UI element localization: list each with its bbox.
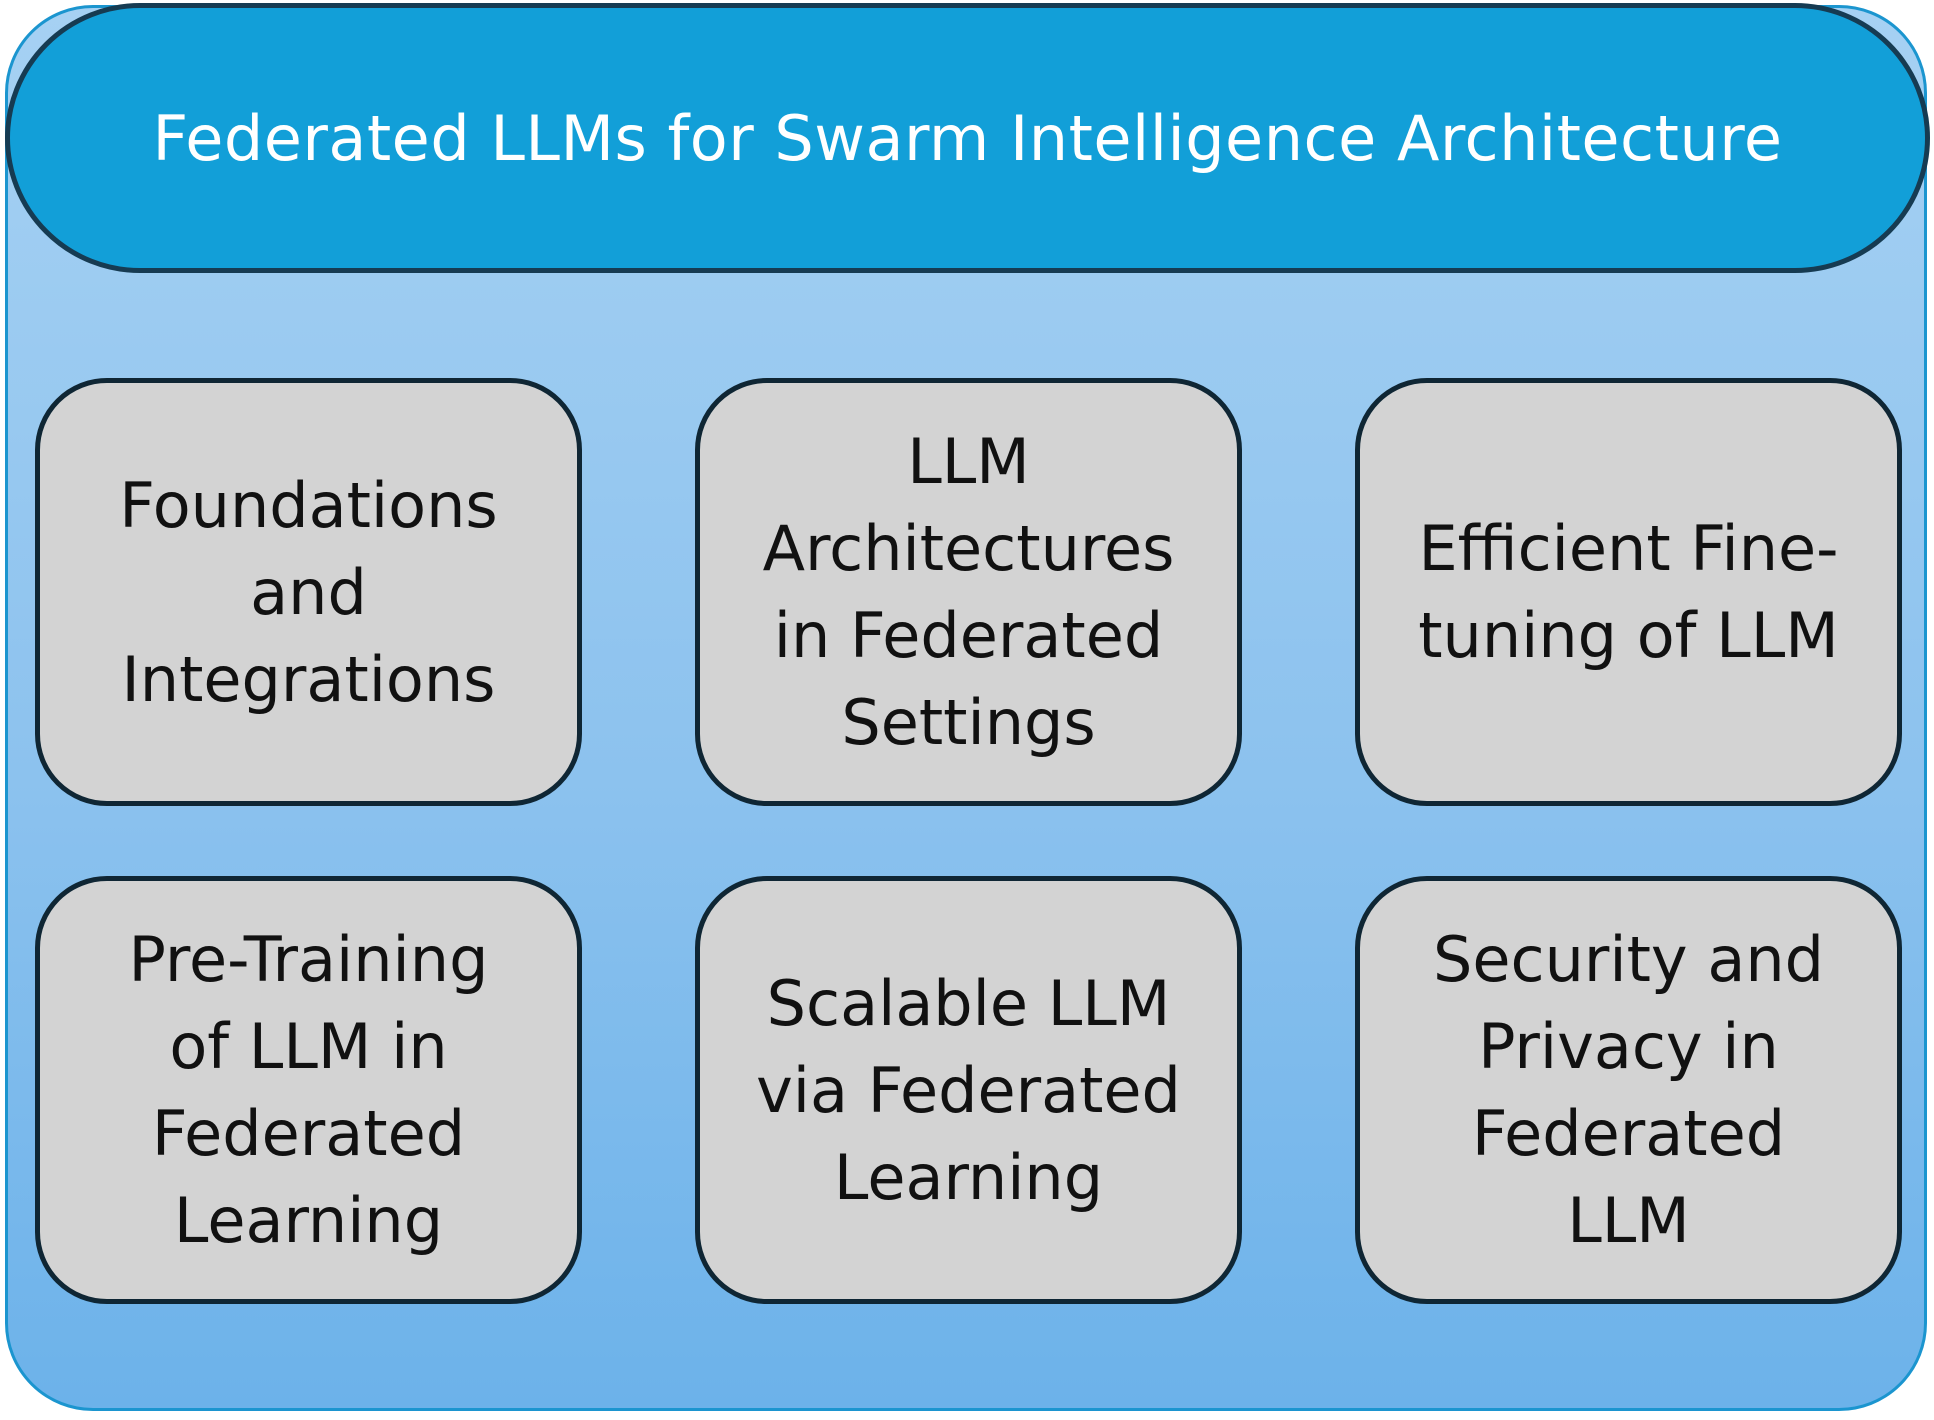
topic-box-pre-training: Pre-Training of LLM in Federated Learnin… bbox=[35, 876, 582, 1304]
topic-label: Security and Privacy in Federated LLM bbox=[1433, 923, 1824, 1257]
topic-box-scalable-llm: Scalable LLM via Federated Learning bbox=[695, 876, 1242, 1304]
diagram-title: Federated LLMs for Swarm Intelligence Ar… bbox=[152, 101, 1783, 175]
topic-box-security-privacy: Security and Privacy in Federated LLM bbox=[1355, 876, 1902, 1304]
topic-box-foundations: Foundations and Integrations bbox=[35, 378, 582, 806]
topic-box-llm-architectures: LLM Architectures in Federated Settings bbox=[695, 378, 1242, 806]
topic-box-efficient-fine-tuning: Efficient Fine- tuning of LLM bbox=[1355, 378, 1902, 806]
topic-label: Pre-Training of LLM in Federated Learnin… bbox=[128, 923, 489, 1257]
header-banner: Federated LLMs for Swarm Intelligence Ar… bbox=[5, 3, 1930, 273]
topic-label: Foundations and Integrations bbox=[119, 468, 498, 716]
topic-label: LLM Architectures in Federated Settings bbox=[762, 425, 1175, 759]
topic-label: Scalable LLM via Federated Learning bbox=[756, 966, 1181, 1214]
topic-label: Efficient Fine- tuning of LLM bbox=[1418, 512, 1839, 672]
